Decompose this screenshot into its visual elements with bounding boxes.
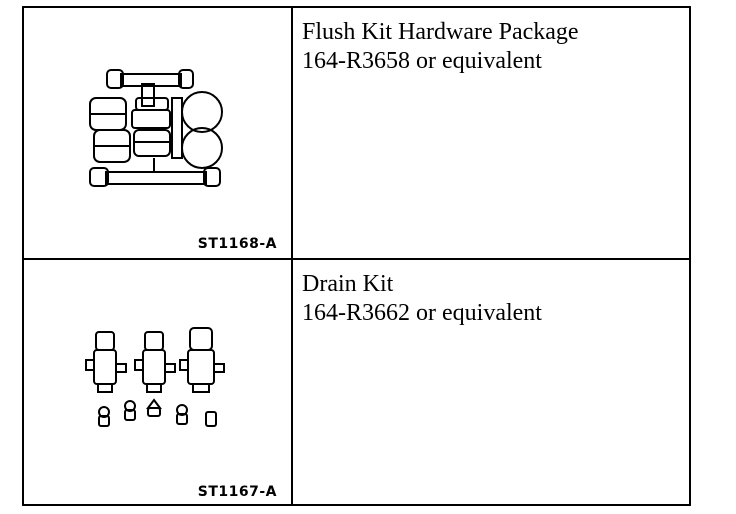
tool-table: ST1168-A Flush Kit Hardware Package 164-… (22, 6, 691, 506)
drain-kit-illustration (85, 327, 225, 427)
figure-code: ST1167-A (197, 484, 277, 500)
drain-kit-image-cell: ST1167-A (24, 260, 291, 506)
flush-kit-image-cell: ST1168-A (24, 8, 291, 258)
item-part-number: 164-R3658 or equivalent (302, 48, 542, 74)
item-title: Drain Kit (302, 271, 394, 297)
item-title: Flush Kit Hardware Package (302, 19, 579, 45)
drain-kit-text-cell: Drain Kit 164-R3662 or equivalent (293, 260, 689, 506)
row-divider (24, 258, 689, 260)
column-divider (291, 8, 293, 504)
flush-kit-illustration (89, 69, 223, 187)
figure-code: ST1168-A (197, 236, 277, 252)
item-part-number: 164-R3662 or equivalent (302, 300, 542, 326)
flush-kit-text-cell: Flush Kit Hardware Package 164-R3658 or … (293, 8, 689, 258)
